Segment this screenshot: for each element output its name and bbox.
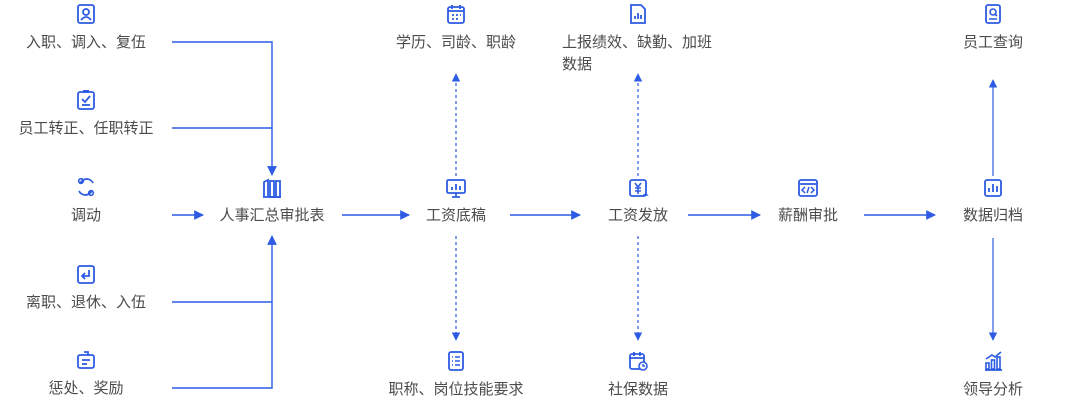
flow-label-payment: 工资发放: [607, 206, 669, 224]
top-label-education: 学历、司龄、职龄: [395, 33, 517, 51]
bottom-label-title: 职称、岗位技能要求: [388, 380, 524, 398]
top-label-query: 员工查询: [962, 33, 1024, 51]
input-label-2: 员工转正、任职转正: [18, 119, 154, 137]
list-doc-icon: [445, 350, 467, 372]
input-label-3: 调动: [70, 206, 102, 224]
flow-label-summary: 人事汇总审批表: [219, 206, 325, 224]
code-window-icon: [797, 177, 819, 199]
yuan-payment-icon: [627, 177, 649, 199]
input-label-4: 离职、退休、入伍: [25, 293, 147, 311]
calendar-clock-icon: [627, 350, 649, 372]
return-arrow-icon: [75, 263, 97, 285]
top-label-performance: 上报绩效、缺勤、加班数据: [562, 33, 713, 73]
transfer-cycle-icon: [75, 176, 97, 198]
flow-label-approval: 薪酬审批: [777, 206, 839, 224]
report-chart-icon: [627, 3, 649, 25]
bottom-label-social: 社保数据: [607, 380, 669, 398]
flow-label-draft: 工资底稿: [425, 206, 487, 224]
trend-bars-icon: [982, 350, 1004, 372]
search-doc-icon: [982, 3, 1004, 25]
person-card-icon: [75, 3, 97, 25]
books-icon: [261, 177, 283, 199]
bar-chart-icon: [982, 177, 1004, 199]
connector-bottom-inputs: [172, 235, 277, 389]
input-connectors: [172, 41, 277, 389]
connector-top-inputs: [172, 41, 277, 176]
calendar-icon: [445, 3, 467, 25]
input-label-1: 入职、调入、复伍: [25, 33, 147, 51]
monitor-chart-icon: [445, 177, 467, 199]
bottom-label-analysis: 领导分析: [962, 380, 1024, 398]
checklist-icon: [75, 89, 97, 111]
input-label-5: 惩处、奖励: [48, 379, 124, 397]
flow-label-archive: 数据归档: [962, 206, 1024, 224]
vertical-connectors: [451, 73, 998, 341]
badge-folder-icon: [75, 349, 97, 371]
